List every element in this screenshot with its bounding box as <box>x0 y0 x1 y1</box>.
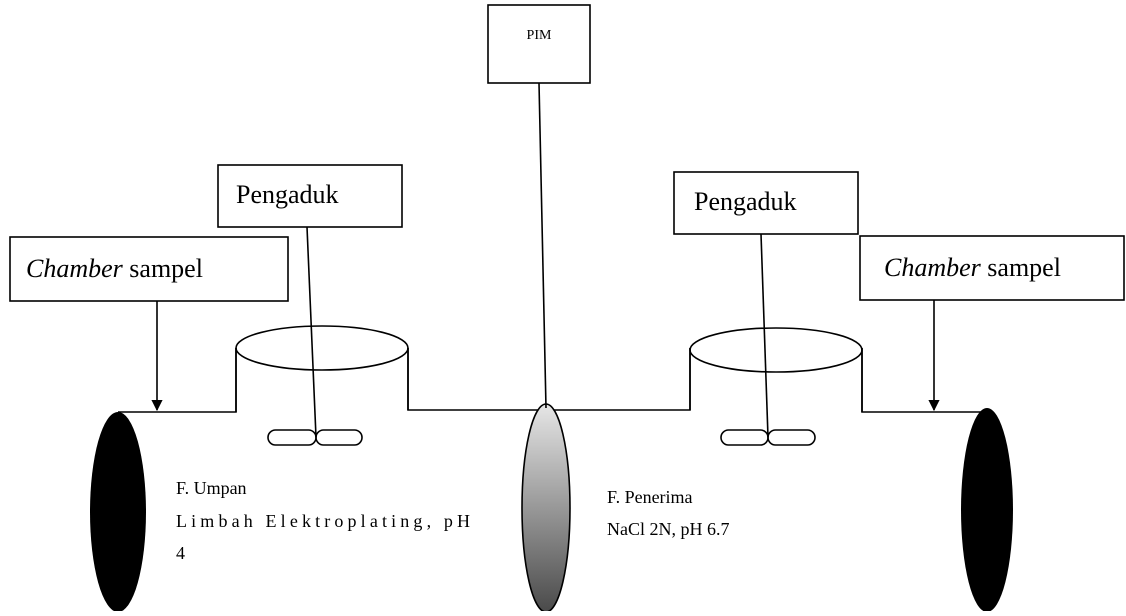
chamber-right-box <box>859 235 1125 301</box>
stirrer-left-shaft <box>306 226 317 438</box>
receiver-phase-text: F. Penerima NaCl 2N, pH 6.7 <box>607 487 730 539</box>
chamber-right-label: Chamber sampel <box>884 253 1061 282</box>
right-reservoir <box>689 327 863 412</box>
right-end-cap <box>961 408 1013 612</box>
pim-membrane <box>521 403 571 613</box>
receiver-line-1: F. Penerima <box>607 487 693 507</box>
feed-line-3: 4 <box>176 543 185 563</box>
stirrer-right-label: Pengaduk <box>694 187 797 216</box>
chamber-left-rest: sampel <box>123 254 203 283</box>
stirrer-right-shaft <box>760 233 769 438</box>
receiver-line-2: NaCl 2N, pH 6.7 <box>607 519 730 539</box>
chamber-left-label: Chamber sampel <box>26 254 203 283</box>
feed-phase-text: F. Umpan Limbah Elektroplating, pH 4 <box>176 478 470 563</box>
stirrer-right-box <box>673 171 859 235</box>
stirrer-left-label: Pengaduk <box>236 180 339 209</box>
chamber-right-rest: sampel <box>981 253 1061 282</box>
pim-leader-line <box>538 82 547 409</box>
tube-top-outline <box>118 348 990 413</box>
pim-label: PIM <box>527 28 552 43</box>
feed-line-2: Limbah Elektroplating, pH <box>176 511 470 531</box>
stirrer-right-paddle <box>720 429 816 446</box>
chamber-left-box <box>9 236 289 302</box>
stirrer-left-paddle <box>267 429 363 446</box>
chamber-right-italic: Chamber <box>884 253 982 282</box>
chamber-left-italic: Chamber <box>26 254 124 283</box>
stirrer-left-box <box>217 164 403 228</box>
left-end-cap <box>90 412 146 612</box>
left-reservoir <box>235 325 409 412</box>
pim-box <box>487 4 591 84</box>
feed-line-1: F. Umpan <box>176 478 247 498</box>
